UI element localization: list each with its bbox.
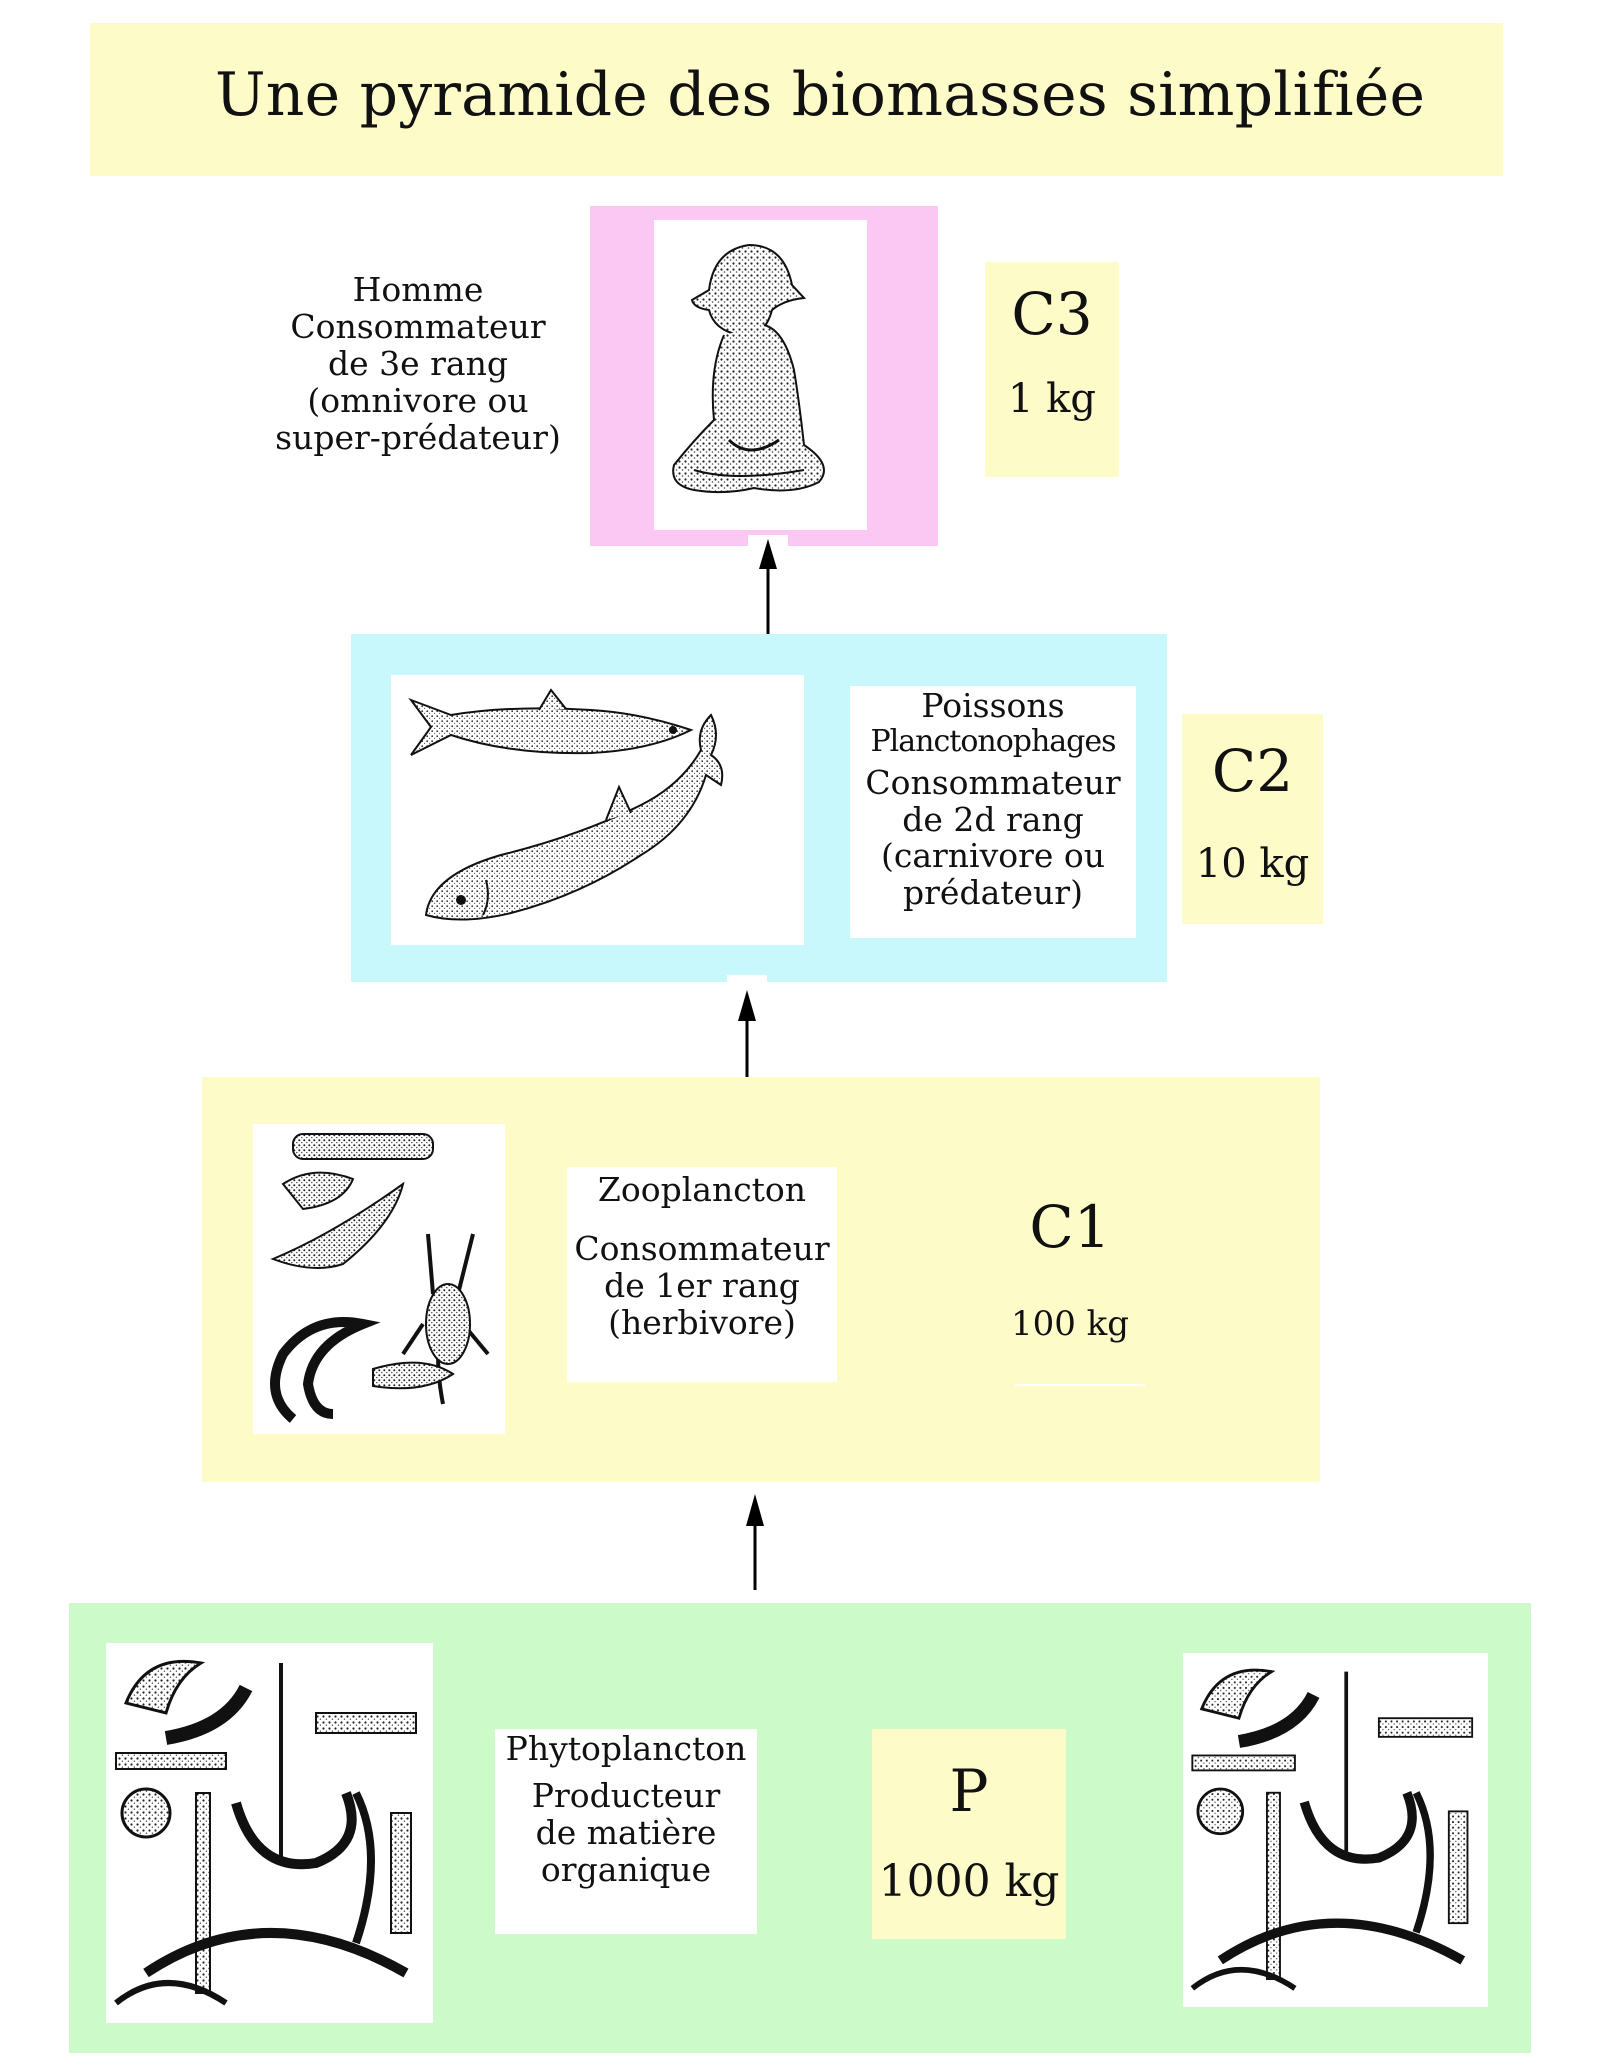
p-illustration-frame-right xyxy=(1183,1653,1488,2007)
p-line: Producteur xyxy=(531,1775,721,1815)
c1-code: C1 xyxy=(1029,1193,1111,1261)
p-line: Phytoplancton xyxy=(505,1729,747,1768)
p-illustration-frame-left xyxy=(106,1643,433,2023)
c3-illustration-frame xyxy=(654,220,867,530)
human-figure-icon xyxy=(672,243,825,494)
arrow-p-to-c1 xyxy=(740,1490,770,1598)
c3-mass: 1 kg xyxy=(1007,376,1096,422)
c2-line: de 2d rang xyxy=(902,799,1084,839)
c3-code: C3 xyxy=(1011,280,1093,348)
zooplankton-icon xyxy=(270,1133,490,1423)
c1-illustration-frame xyxy=(253,1124,505,1434)
c2-mass: 10 kg xyxy=(1195,841,1310,887)
arrow-up-icon xyxy=(748,535,788,640)
arrow-c1-to-c2 xyxy=(727,975,767,1080)
c2-description: Poissons Planctonophages Consommateur de… xyxy=(850,686,1136,938)
fish-icon xyxy=(408,688,724,921)
c2-line: prédateur) xyxy=(903,873,1083,913)
phytoplankton-icon xyxy=(114,1659,417,2006)
c1-line: Zooplancton xyxy=(597,1170,807,1209)
c2-line: Poissons xyxy=(921,686,1065,725)
c2-line: Consommateur xyxy=(865,762,1121,802)
c1-line: de 1er rang xyxy=(604,1265,800,1305)
c2-line: (carnivore ou xyxy=(880,836,1106,876)
p-label-box: P 1000 kg xyxy=(872,1729,1066,1939)
arrow-c2-to-c3 xyxy=(748,535,788,640)
c1-description: Zooplancton Consommateur de 1er rang (he… xyxy=(567,1167,837,1382)
title-banner xyxy=(90,23,1503,176)
arrow-up-icon xyxy=(727,975,767,1080)
c3-description: Homme Consommateur de 3e rang (omnivore … xyxy=(268,270,568,457)
p-line: de matière xyxy=(535,1812,717,1852)
c3-line: (omnivore ou xyxy=(307,380,529,420)
p-line: organique xyxy=(540,1849,712,1889)
c3-line: de 3e rang xyxy=(328,343,508,383)
c2-code: C2 xyxy=(1211,737,1294,805)
p-description: Phytoplancton Producteur de matière orga… xyxy=(495,1729,757,1934)
c1-line: (herbivore) xyxy=(608,1302,796,1342)
c1-divider xyxy=(1015,1384,1145,1386)
c1-mass: 100 kg xyxy=(1010,1304,1130,1344)
c3-line: Consommateur xyxy=(290,306,546,346)
c2-line: Planctonophages xyxy=(870,723,1116,759)
arrow-up-icon xyxy=(746,1494,764,1590)
page-title: Une pyramide des biomasses simplifiée xyxy=(215,60,1426,130)
p-code: P xyxy=(949,1757,989,1825)
c2-illustration-frame xyxy=(391,675,804,945)
c3-label-box: C3 1 kg xyxy=(985,262,1119,477)
c3-line: Homme xyxy=(352,270,484,309)
c3-line: super-prédateur) xyxy=(275,417,561,457)
c2-label-box: C2 10 kg xyxy=(1182,714,1323,924)
phytoplankton-icon xyxy=(1190,1668,1474,1991)
p-mass: 1000 kg xyxy=(878,1856,1060,1907)
c1-line: Consommateur xyxy=(574,1228,830,1268)
